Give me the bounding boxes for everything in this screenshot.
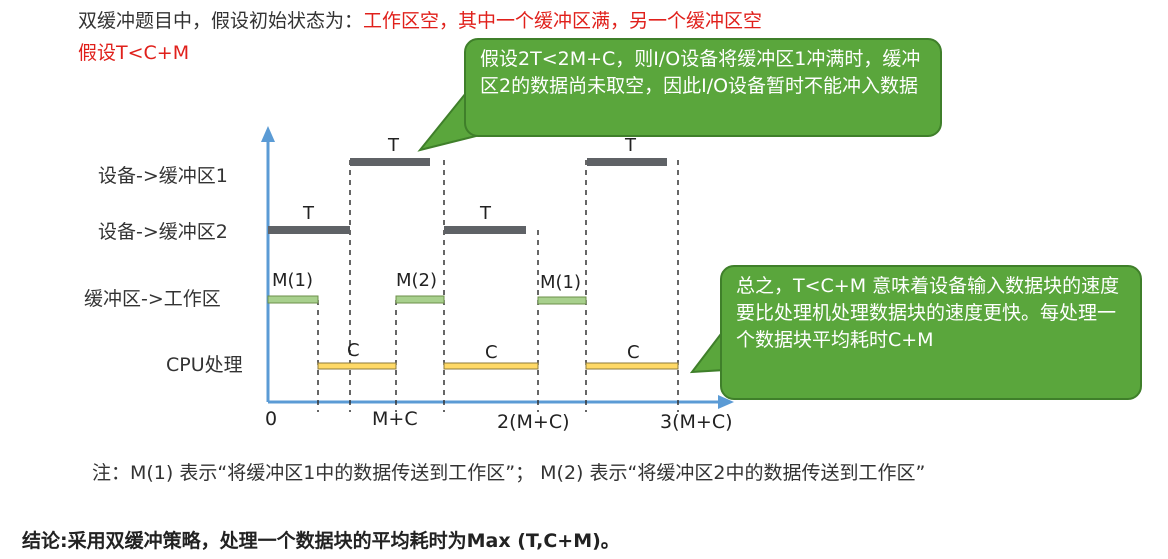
timeline-bar (317, 362, 397, 370)
bar-label: M(2) (396, 270, 438, 291)
bar-label: T (625, 135, 636, 156)
intro-line-2: 假设T<C+M (78, 42, 190, 64)
x-tick-label: 3(M+C) (660, 411, 733, 433)
timeline-bar (587, 158, 667, 166)
bar-label: M(1) (272, 270, 314, 291)
bar-label: T (480, 203, 491, 224)
intro-highlight: 工作区空，其中一个缓冲区满，另一个缓冲区空 (363, 10, 763, 32)
bar-label: T (388, 135, 399, 156)
bar-label: C (627, 342, 640, 363)
bar-group (267, 158, 679, 370)
bar-label: C (347, 340, 360, 361)
row-label: CPU处理 (166, 354, 243, 376)
timeline-bar (267, 295, 319, 304)
timeline-bar (268, 226, 350, 234)
timeline-bar (444, 226, 526, 234)
row-label: 缓冲区->工作区 (84, 288, 221, 310)
x-tick-label: 0 (265, 408, 278, 430)
callout-right: 总之，T<C+M 意味着设备输入数据块的速度要比处理机处理数据块的速度更快。每处… (720, 265, 1142, 400)
conclusion-text: 结论:采用双缓冲策略，处理一个数据块的平均耗时为Max (T,C+M)。 (22, 530, 620, 552)
bar-label: M(1) (540, 272, 582, 293)
timeline-bar (395, 295, 445, 304)
x-tick-label: M+C (372, 408, 418, 430)
timeline-bar (585, 362, 679, 370)
callout-top: 假设2T<2M+C，则I/O设备将缓冲区1冲满时，缓冲区2的数据尚未取空，因此I… (464, 38, 942, 137)
x-tick-label: 2(M+C) (497, 411, 570, 433)
footnote: 注：M(1) 表示“将缓冲区1中的数据传送到工作区”； M(2) 表示“将缓冲区… (92, 462, 926, 484)
intro-line-1: 双缓冲题目中，假设初始状态为：工作区空，其中一个缓冲区满，另一个缓冲区空 (78, 6, 762, 33)
x-axis-arrow (718, 395, 734, 409)
y-axis-arrow (261, 126, 275, 142)
row-label: 设备->缓冲区1 (98, 165, 228, 187)
bar-label: C (485, 342, 498, 363)
intro-text: 双缓冲题目中，假设初始状态为： (78, 10, 364, 32)
row-label: 设备->缓冲区2 (98, 221, 228, 243)
timeline-bar (350, 158, 430, 166)
timeline-bar (537, 296, 587, 305)
bar-label: T (303, 203, 314, 224)
timeline-bar (443, 362, 539, 370)
